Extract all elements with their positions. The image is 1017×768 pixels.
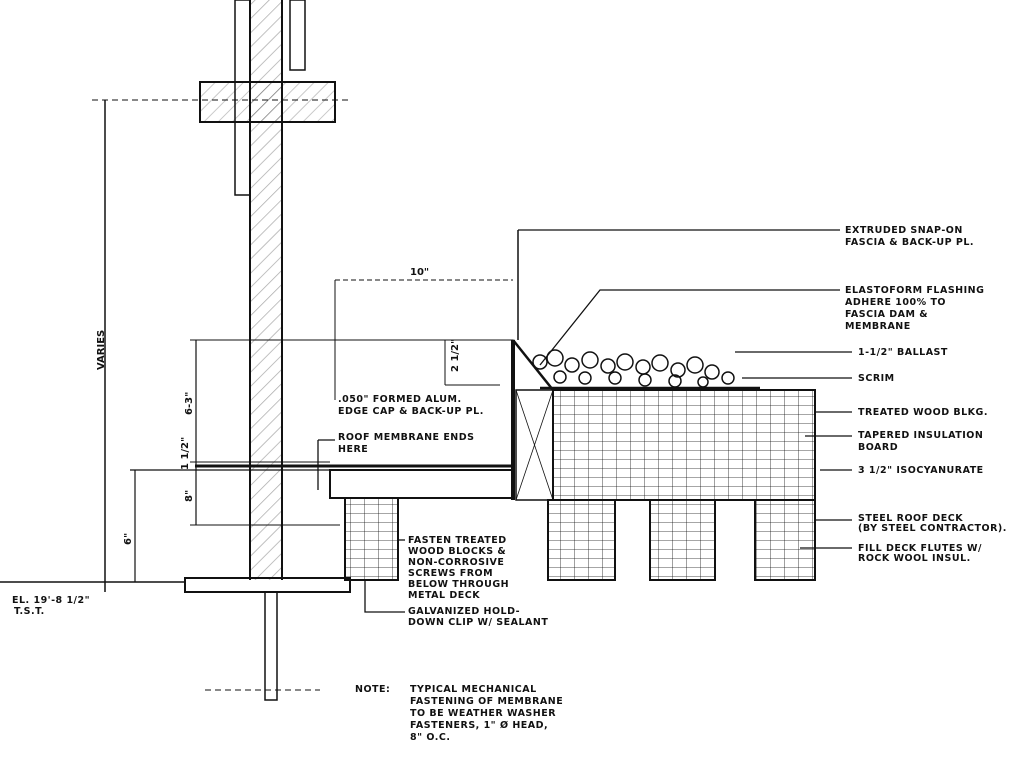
dim-6: 6" xyxy=(123,533,134,545)
label-ballast: 1-1/2" BALLAST xyxy=(858,347,948,358)
dimension-labels: VARIES 10" 2 1/2" 6-3" 1 1/2" 8" 6" EL. … xyxy=(12,267,461,617)
elevation-label: EL. 19'-8 1/2"T.S.T. xyxy=(12,595,90,617)
label-wood-blocking: TREATED WOOD BLKG. xyxy=(858,407,988,418)
label-scrim: SCRIM xyxy=(858,373,895,384)
dim-8: 8" xyxy=(184,490,195,502)
leader-lines xyxy=(317,229,852,613)
dim-10: 10" xyxy=(410,267,429,278)
label-steel-deck: STEEL ROOF DECK(BY STEEL CONTRACTOR). xyxy=(858,513,1007,534)
dim-6-3: 6-3" xyxy=(184,392,195,415)
label-fill-flutes: FILL DECK FLUTES W/ROCK WOOL INSUL. xyxy=(858,543,982,564)
dim-2-5: 2 1/2" xyxy=(450,339,461,372)
label-edge-cap: .050" FORMED ALUM.EDGE CAP & BACK-UP PL. xyxy=(338,394,484,417)
ballast-stones xyxy=(532,349,735,388)
label-isocyanurate: 3 1/2" ISOCYANURATE xyxy=(858,465,984,476)
dimension-lines xyxy=(0,99,519,592)
roof-assembly xyxy=(195,339,816,581)
steel-column xyxy=(184,0,351,701)
dim-varies: VARIES xyxy=(96,330,107,370)
dim-1-5: 1 1/2" xyxy=(180,437,191,470)
label-hold-down: GALVANIZED HOLD-DOWN CLIP W/ SEALANT xyxy=(408,606,548,628)
note-heading: NOTE: xyxy=(355,684,390,695)
